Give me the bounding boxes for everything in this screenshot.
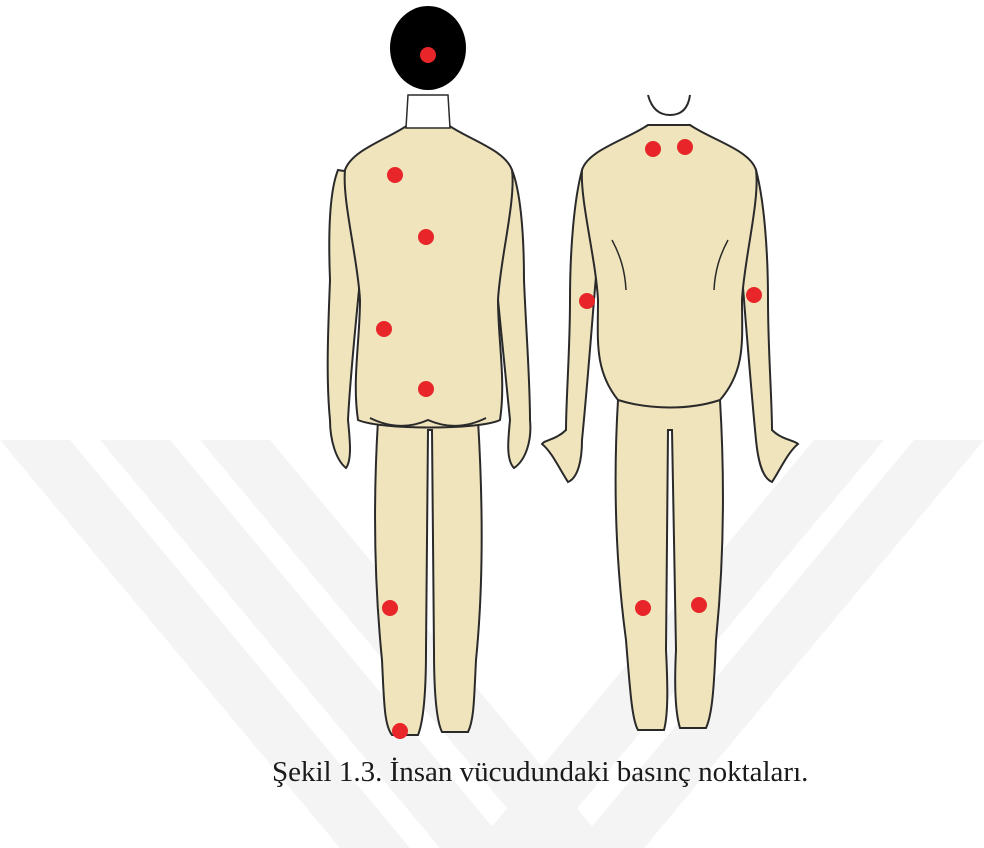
front-view-neck	[648, 95, 690, 115]
front-view-pressure-point-neck-right	[677, 139, 693, 155]
back-view-pressure-point-shoulder-blade	[387, 167, 403, 183]
front-view-legs	[616, 400, 723, 730]
back-view-pressure-point-sacrum	[418, 381, 434, 397]
back-view-pressure-point-elbow	[376, 321, 392, 337]
back-view-pressure-point-calf	[382, 600, 398, 616]
back-view-pressure-point-spine-upper	[418, 229, 434, 245]
front-view-pressure-point-knee-left	[691, 597, 707, 613]
front-view-pressure-point-arm-left	[746, 287, 762, 303]
back-view-pressure-point-head	[420, 47, 436, 63]
back-view-neck	[406, 95, 450, 128]
front-view-pressure-point-neck-left	[645, 141, 661, 157]
back-view-legs	[375, 420, 482, 735]
front-view-pressure-point-knee-right	[635, 600, 651, 616]
front-view-figure	[542, 95, 798, 730]
front-view-pressure-point-arm-right	[579, 293, 595, 309]
front-view-torso	[582, 125, 757, 408]
figure-caption: Şekil 1.3. İnsan vücudundaki basınç nokt…	[272, 756, 808, 789]
back-view-figure	[328, 6, 531, 735]
back-view-pressure-point-heel	[392, 723, 408, 739]
